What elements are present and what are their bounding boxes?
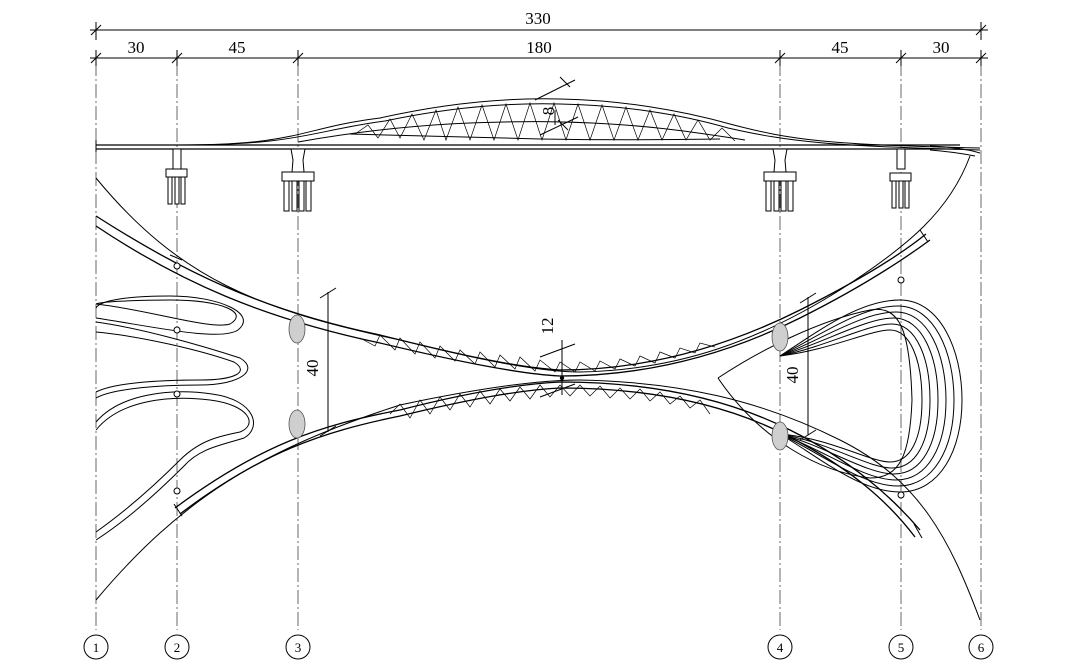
plan-pier-2c xyxy=(173,390,181,398)
overall-dimension-label: 330 xyxy=(525,9,551,28)
plan-truss-upper xyxy=(359,334,716,373)
right-width-label: 40 xyxy=(783,367,802,384)
grid-axis-lines xyxy=(95,62,982,630)
grid-label-5: 5 xyxy=(898,640,905,655)
grid-axis-bubbles: 1 2 3 4 5 6 xyxy=(83,634,994,660)
grid-bubble-3: 3 xyxy=(285,634,311,660)
grid-bubble-1: 1 xyxy=(83,634,109,660)
overall-dimension: 330 xyxy=(90,9,988,40)
grid-label-1: 1 xyxy=(93,640,100,655)
pier-axis-2 xyxy=(165,148,188,205)
span-label-3: 180 xyxy=(526,38,552,57)
span-label-2: 45 xyxy=(229,38,246,57)
plan-truss-lower xyxy=(389,384,711,419)
grid-bubble-4: 4 xyxy=(767,634,793,660)
grid-label-3: 3 xyxy=(295,640,302,655)
grid-label-4: 4 xyxy=(777,640,784,655)
pier-axis-5 xyxy=(889,148,912,209)
plan-pier-2a xyxy=(173,262,181,270)
span-label-4: 45 xyxy=(832,38,849,57)
bearing-3-bottom xyxy=(288,409,306,439)
plan-pier-2d xyxy=(173,487,181,495)
span-label-1: 30 xyxy=(128,38,145,57)
span-dimensions: 30 45 180 45 30 xyxy=(90,38,988,66)
truss-web xyxy=(354,101,736,142)
grid-bubble-2: 2 xyxy=(164,634,190,660)
bearing-4-bottom xyxy=(771,421,789,451)
bearing-4-top xyxy=(771,322,789,352)
pier-axis-4 xyxy=(763,148,797,212)
plan-pier-5a xyxy=(897,276,905,284)
plan-pier-2b xyxy=(173,326,181,334)
grid-label-2: 2 xyxy=(174,640,181,655)
grid-bubble-5: 5 xyxy=(888,634,914,660)
span-label-5: 30 xyxy=(933,38,950,57)
elevation-view: 8 xyxy=(95,76,981,212)
left-width-label: 40 xyxy=(303,360,322,377)
grid-label-6: 6 xyxy=(978,640,985,655)
truss-depth-label: 8 xyxy=(539,107,558,116)
deck-gap-label: 12 xyxy=(538,318,557,335)
plan-view: 12 40 40 xyxy=(95,155,981,621)
pier-axis-3 xyxy=(281,148,315,212)
grid-bubble-6: 6 xyxy=(968,634,994,660)
plan-pier-5b xyxy=(897,491,905,499)
bearing-3-top xyxy=(288,314,306,344)
